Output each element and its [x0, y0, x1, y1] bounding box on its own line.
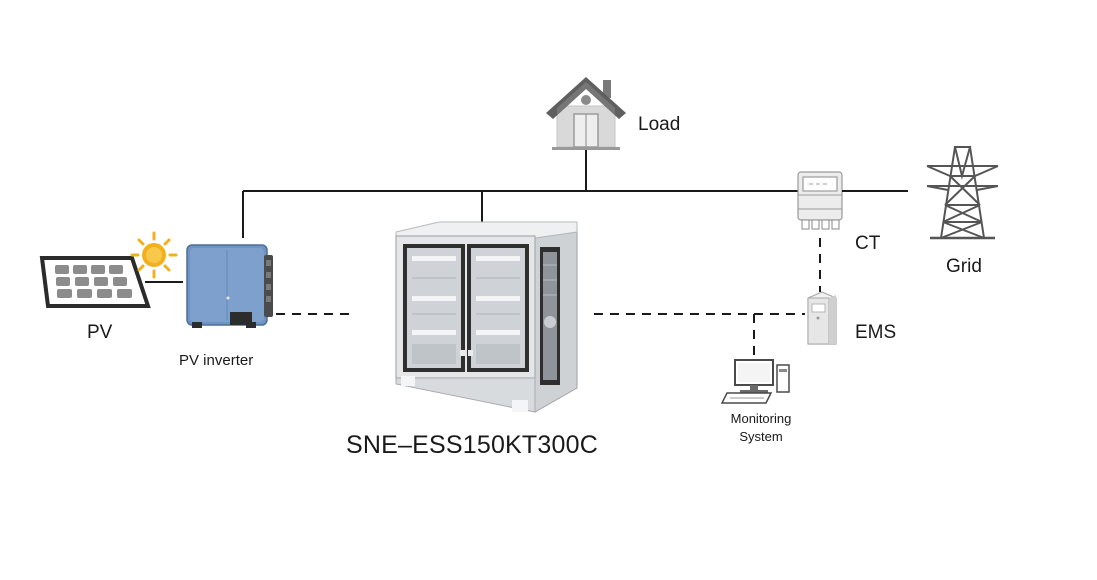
- ess-cabinet-icon: [395, 221, 578, 413]
- communication-lines: [276, 238, 821, 355]
- ems-label: EMS: [855, 322, 897, 343]
- sun-icon: [130, 231, 178, 279]
- product-model-label: SNE–ESS150KT300C: [346, 431, 598, 459]
- computer-icon: [720, 359, 790, 404]
- house-icon: [546, 77, 626, 150]
- solar-panel-icon: [39, 256, 151, 308]
- energy-meter-icon: [797, 171, 843, 230]
- load-label: Load: [638, 114, 681, 135]
- monitoring-label-line2: System: [739, 429, 783, 444]
- monitoring-label-line1: Monitoring: [730, 411, 792, 426]
- ems-controller-icon: [807, 291, 837, 345]
- transmission-tower-icon: [926, 146, 999, 240]
- grid-label: Grid: [946, 256, 982, 277]
- ct-label: CT: [855, 233, 881, 254]
- pv-inverter-icon: [186, 244, 273, 328]
- pv-inverter-label: PV inverter: [179, 352, 254, 369]
- pv-label: PV: [87, 322, 113, 343]
- power-bus-lines: [145, 150, 908, 283]
- monitoring-system-label: Monitoring System: [716, 410, 806, 446]
